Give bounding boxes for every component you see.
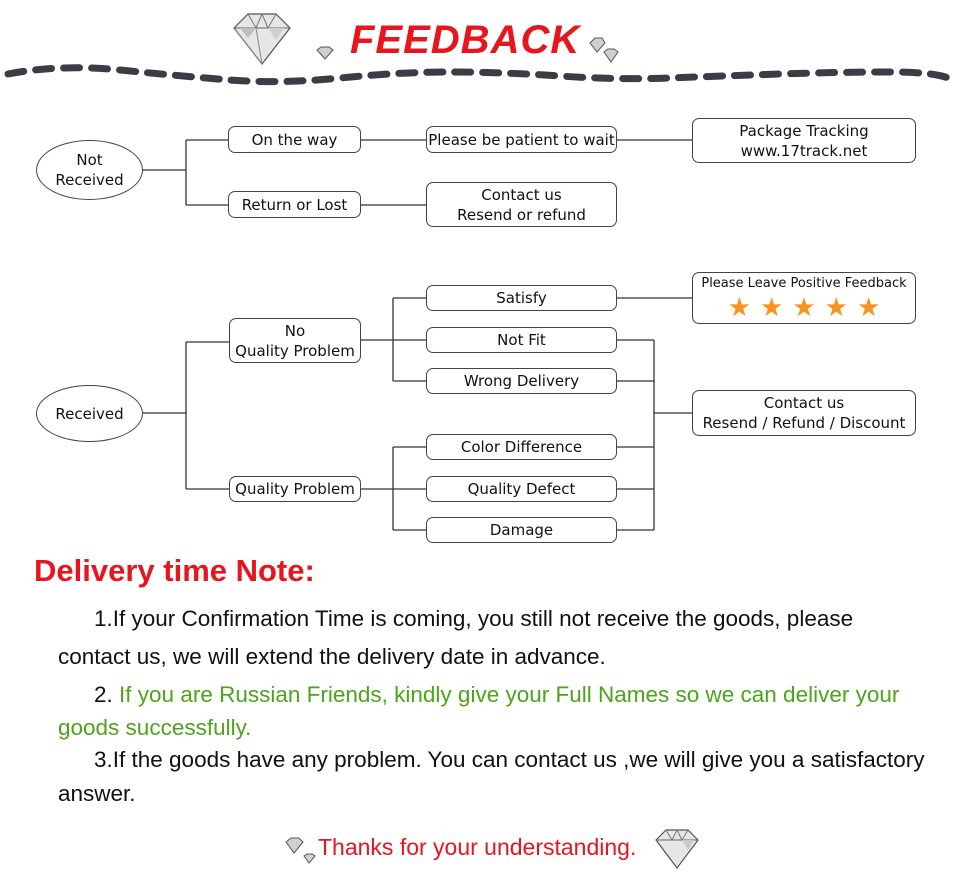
thanks-message: Thanks for your understanding. — [318, 834, 637, 860]
node-received: Received — [36, 385, 143, 442]
star-icon: ★ — [727, 292, 752, 323]
node-label: Resend or refund — [457, 205, 586, 224]
node-label: On the way — [251, 130, 338, 149]
note-paragraph-1: 1.If your Confirmation Time is coming, y… — [58, 600, 928, 676]
wavy-divider — [4, 64, 956, 86]
node-label: Resend / Refund / Discount — [702, 414, 906, 432]
node-package-tracking: Package Tracking www.17track.net — [692, 118, 916, 163]
note-paragraph-3: 3.If the goods have any problem. You can… — [58, 743, 928, 811]
node-label: Not Fit — [497, 331, 546, 349]
node-contact-resend-refund: Contact us Resend or refund — [426, 182, 617, 227]
diamond-icon — [233, 12, 291, 65]
star-icon: ★ — [792, 292, 816, 323]
flow-connectors — [142, 139, 692, 531]
node-quality-problem: Quality Problem — [229, 476, 361, 502]
node-label: www.17track.net — [740, 141, 868, 160]
node-label: No — [284, 321, 306, 340]
node-label: Not — [76, 151, 103, 169]
node-label: Quality Problem — [235, 341, 355, 360]
page-title: FEEDBACK — [350, 18, 581, 62]
node-positive-feedback: Please Leave Positive Feedback ★ ★ ★ ★ ★ — [692, 272, 916, 324]
node-label: Package Tracking — [739, 121, 869, 140]
node-label: Received — [55, 171, 124, 189]
node-color-difference: Color Difference — [426, 434, 617, 460]
node-label: Return or Lost — [241, 195, 348, 214]
diamond-icon — [655, 828, 699, 869]
node-label: Wrong Delivery — [463, 372, 580, 390]
node-label: Quality Defect — [467, 480, 576, 498]
node-label: Contact us — [763, 394, 845, 412]
note-text: 1.If your Confirmation Time is coming, y… — [58, 606, 854, 669]
note-paragraph-2: 2. If you are Russian Friends, kindly gi… — [58, 678, 928, 744]
note-text: 2. — [94, 682, 120, 707]
note-text-green: If you are Russian Friends, kindly give … — [58, 682, 900, 740]
node-quality-defect: Quality Defect — [426, 476, 617, 502]
node-label: Received — [55, 404, 124, 423]
node-on-the-way: On the way — [228, 126, 361, 153]
small-diamond-icon — [316, 46, 334, 60]
star-icon: ★ — [856, 292, 881, 323]
node-wrong-delivery: Wrong Delivery — [426, 368, 617, 394]
star-icon: ★ — [824, 292, 848, 323]
node-damage: Damage — [426, 517, 617, 543]
node-return-or-lost: Return or Lost — [228, 191, 361, 218]
node-satisfy: Satisfy — [426, 285, 617, 311]
node-contact-resend-refund-discount: Contact us Resend / Refund / Discount — [692, 390, 916, 436]
node-label: Quality Problem — [235, 480, 355, 498]
node-not-received: Not Received — [36, 140, 143, 200]
star-icon: ★ — [760, 292, 784, 323]
small-diamond-icon — [589, 37, 619, 63]
node-no-quality-problem: No Quality Problem — [229, 318, 361, 363]
note-text: 3.If the goods have any problem. You can… — [58, 747, 925, 806]
node-not-fit: Not Fit — [426, 327, 617, 353]
node-label: Please be patient to wait — [428, 130, 615, 149]
node-label: Please Leave Positive Feedback — [701, 275, 907, 291]
rating-stars: ★ ★ ★ ★ ★ — [728, 295, 881, 321]
node-be-patient: Please be patient to wait — [426, 126, 617, 153]
node-label: Satisfy — [496, 289, 547, 307]
node-label: Contact us — [481, 185, 562, 204]
note-title: Delivery time Note: — [34, 553, 315, 588]
node-label: Color Difference — [460, 438, 583, 456]
small-diamond-icon — [285, 837, 316, 864]
node-label: Damage — [489, 521, 554, 539]
